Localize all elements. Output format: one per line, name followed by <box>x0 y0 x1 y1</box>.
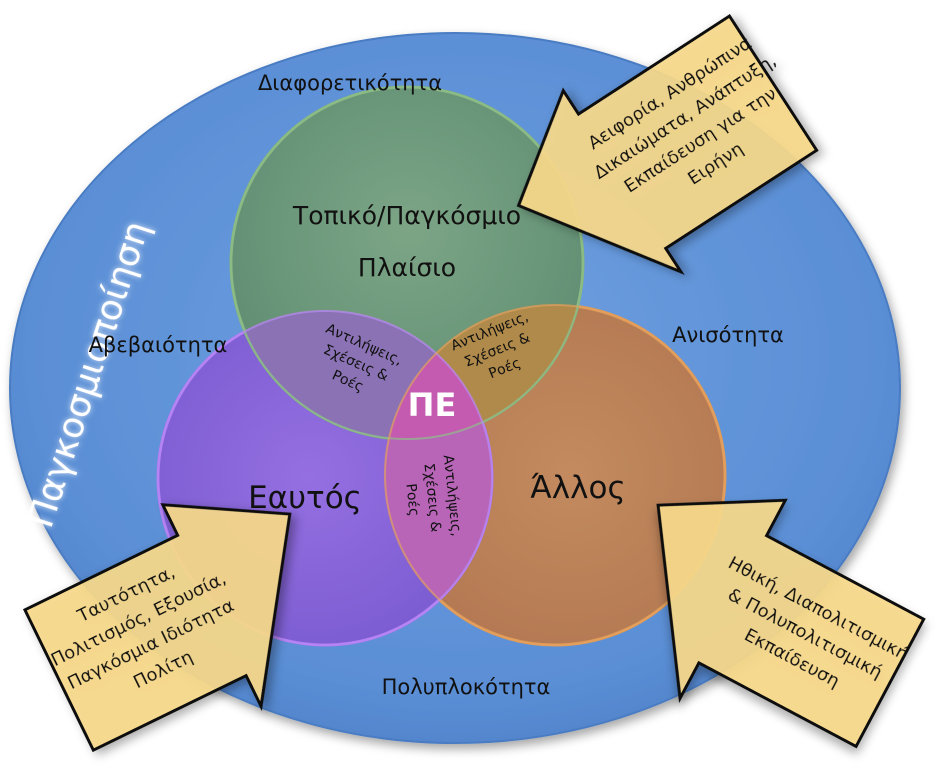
self-context-overlap <box>231 311 492 439</box>
intersection-text-line: Ροές <box>402 483 421 517</box>
arrow-shape <box>22 503 292 753</box>
callout-arrow-bottom-left: Ταυτότητα, Πολιτισμός, Εξουσία, Παγκόσμι… <box>22 503 292 753</box>
diversity-label: Διαφορετικότητα <box>258 71 442 95</box>
uncertainty-label: Αβεβαιότητα <box>89 333 228 357</box>
other-context-overlap <box>385 305 583 439</box>
arrow-shape <box>656 498 926 749</box>
context-label-line1: Τοπικό/Παγκόσμιο <box>292 201 521 230</box>
self-label: Εαυτός <box>248 480 362 516</box>
inequality-label: Ανισότητα <box>672 323 784 347</box>
context-label-line2: Πλαίσιο <box>358 253 456 282</box>
other-label: Άλλος <box>530 470 625 506</box>
center-label: ΠΕ <box>408 386 457 424</box>
arrow-shape <box>516 14 819 276</box>
complexity-label: Πολυπλοκότητα <box>382 675 551 699</box>
intersection-text-line: Σχέσεις & <box>420 463 443 534</box>
